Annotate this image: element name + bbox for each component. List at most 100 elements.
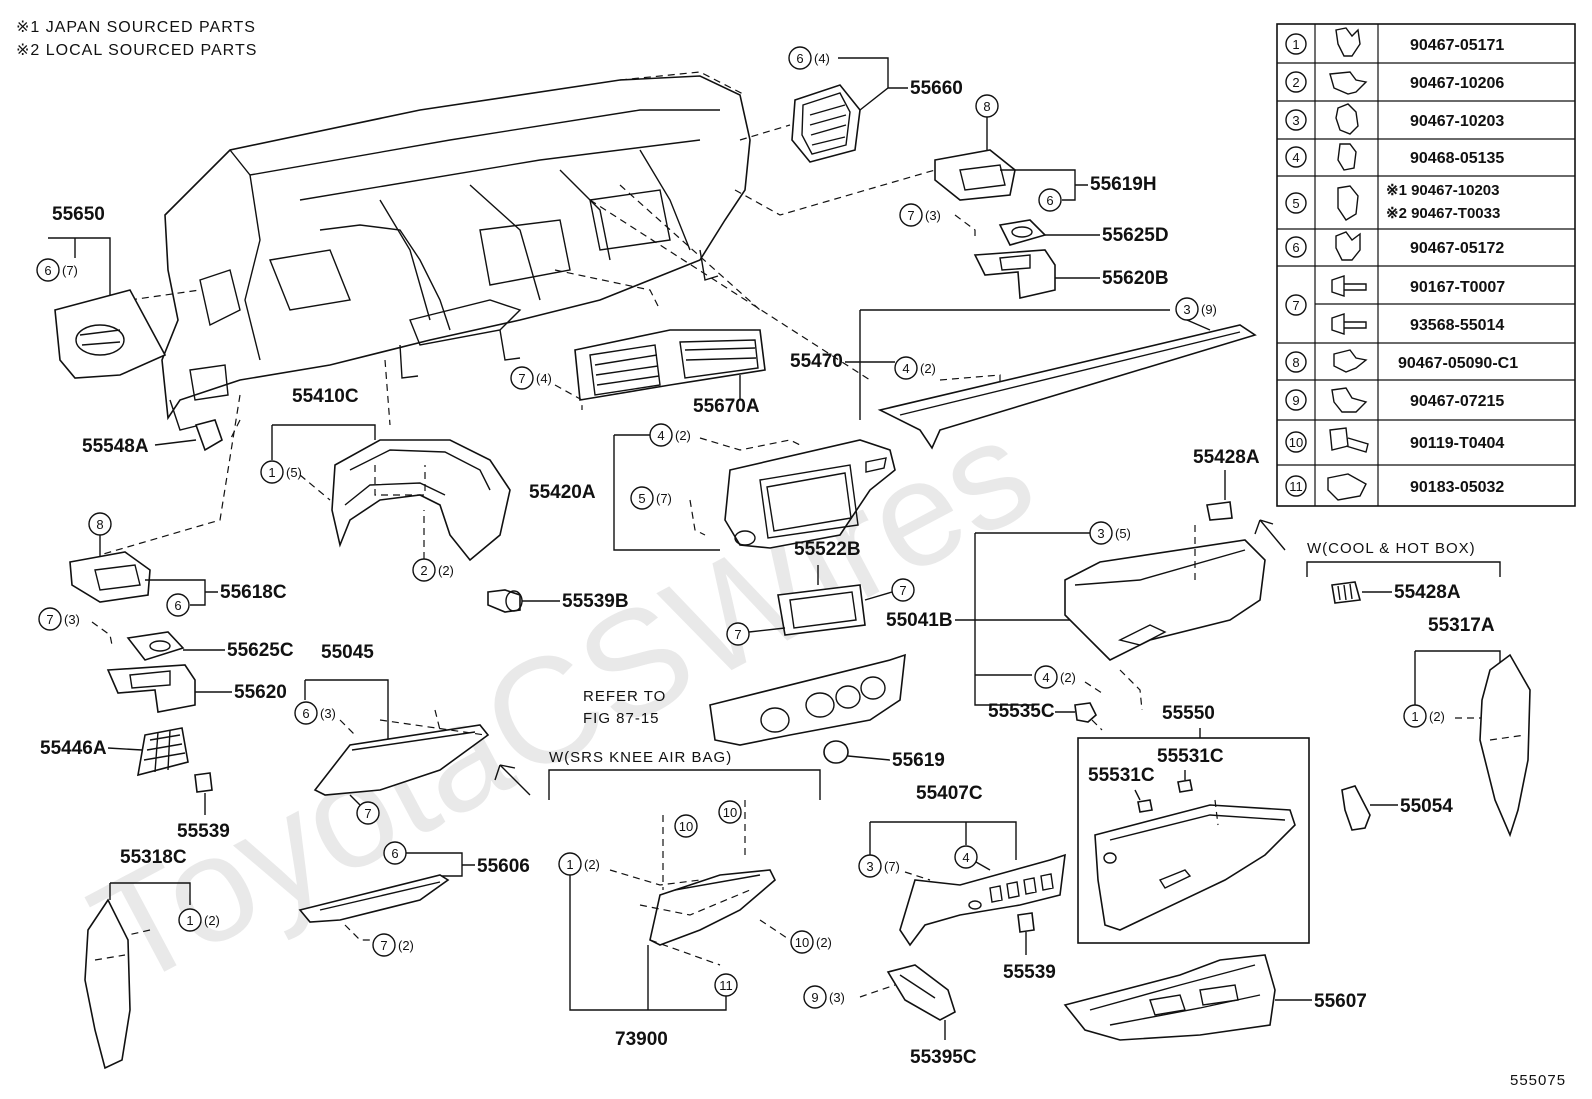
part-55407C-switch-panel [899, 853, 1066, 947]
fastener-number: 9 [1292, 393, 1299, 408]
part-label-55619: 55619 [892, 750, 945, 771]
fastener-row: 10 90119-T0404 [1285, 427, 1504, 453]
callout-number: 6 [1046, 193, 1053, 208]
screw-icon [1331, 275, 1367, 335]
callout-qty: (5) [286, 465, 302, 480]
callout-qty: (2) [675, 428, 691, 443]
part-55539B-switch [487, 589, 523, 613]
fastener-number: 4 [1292, 150, 1299, 165]
part-55548A-clip [194, 419, 223, 452]
callout-number: 10 [795, 935, 809, 950]
part-label-55619H: 55619H [1090, 174, 1157, 195]
callout-number: 6 [391, 846, 398, 861]
callout-number: 4 [962, 850, 969, 865]
fastener-number: 6 [1292, 240, 1299, 255]
fastener-row: 7 90167-T0007 93568-55014 [1285, 275, 1505, 335]
callout-qty: (3) [320, 706, 336, 721]
part-55625C-cup-holder [126, 631, 185, 661]
fastener-number: 10 [1289, 435, 1303, 450]
fastener-number: 5 [1292, 196, 1299, 211]
part-55539-clip-right [1017, 912, 1035, 933]
fastener-row: 4 90468-05135 [1285, 143, 1504, 171]
callout-qty: (2) [816, 935, 832, 950]
part-55620B-pocket [973, 249, 1056, 299]
fastener-number: 2 [1292, 75, 1299, 90]
note-japan-sourced: ※1 JAPAN SOURCED PARTS [16, 19, 256, 36]
fastener-part-no: 90467-05090-C1 [1398, 355, 1518, 372]
callout-qty: (4) [814, 51, 830, 66]
fastener-part-no: 90468-05135 [1410, 150, 1504, 167]
part-label-55625C: 55625C [227, 640, 294, 661]
fastener-number: 8 [1292, 355, 1299, 370]
fastener-part-no: 90183-05032 [1410, 479, 1504, 496]
callout-number: 7 [364, 806, 371, 821]
part-55428A-clip [1206, 501, 1233, 521]
fastener-part-no: 90467-10206 [1410, 75, 1504, 92]
part-label-55606: 55606 [477, 856, 530, 877]
part-55650-side-vent [54, 289, 167, 379]
callout-number: 7 [899, 583, 906, 598]
part-label-55539-right: 55539 [1003, 962, 1056, 983]
callout-number: 2 [420, 563, 427, 578]
fastener-part-no: 90167-T0007 [1410, 279, 1505, 296]
clip-icon [1337, 143, 1357, 171]
clip-icon [1337, 185, 1359, 221]
part-label-55620B: 55620B [1102, 268, 1169, 289]
caption-refer-to: REFER TO [583, 688, 666, 705]
part-label-73900: 73900 [615, 1029, 668, 1050]
callout-qty: (5) [1115, 526, 1131, 541]
callout-number: 6 [44, 263, 51, 278]
fastener-row: 11 90183-05032 [1285, 473, 1504, 501]
callout-number: 7 [46, 612, 53, 627]
callout-qty: (7) [62, 263, 78, 278]
callout-number: 6 [174, 598, 181, 613]
part-55619-knob [823, 740, 849, 764]
part-55522B-display-unit [777, 584, 866, 636]
fastener-row: 8 90467-05090-C1 [1285, 349, 1518, 373]
fastener-number: 3 [1292, 113, 1299, 128]
callout-qty: (9) [1201, 302, 1217, 317]
part-label-55618C: 55618C [220, 582, 287, 603]
callout-number: 7 [518, 371, 525, 386]
callout-qty: (2) [1060, 670, 1076, 685]
fastener-part-no: 93568-55014 [1410, 317, 1504, 334]
part-label-55620: 55620 [234, 682, 287, 703]
part-label-55407C: 55407C [916, 783, 983, 804]
caption-cool-hot-box: W(COOL & HOT BOX) [1307, 540, 1476, 557]
part-55045-lower-panel [313, 709, 490, 796]
fastener-number: 7 [1292, 298, 1299, 313]
part-label-55607: 55607 [1314, 991, 1367, 1012]
part-label-55041B: 55041B [886, 610, 953, 631]
part-label-55539-left: 55539 [177, 821, 230, 842]
note-local-sourced: ※2 LOCAL SOURCED PARTS [16, 42, 257, 59]
callout-qty: (3) [829, 990, 845, 1005]
figure-id: 555075 [1510, 1072, 1566, 1089]
part-55606-lower-cover [298, 874, 450, 923]
part-55470-garnish [877, 324, 1257, 450]
callout-number: 8 [983, 99, 990, 114]
clip-icon [1335, 231, 1361, 261]
fastener-part-no: 90119-T0404 [1410, 435, 1504, 452]
callout-number: 1 [268, 465, 275, 480]
fastener-row: 9 90467-07215 [1285, 387, 1504, 413]
fastener-number: 11 [1289, 479, 1303, 494]
fastener-part-no: 90467-05172 [1410, 240, 1504, 257]
callout-qty: (7) [884, 859, 900, 874]
part-heater-control-panel [709, 653, 906, 746]
part-label-55470: 55470 [790, 351, 843, 372]
part-label-55428A-top: 55428A [1193, 447, 1260, 468]
part-label-55625D: 55625D [1102, 225, 1169, 246]
part-55618C-bracket [69, 551, 151, 603]
fastener-row: 2 90467-10206 [1285, 71, 1504, 95]
part-55446A-grille [136, 727, 189, 777]
part-55550-glovebox [1094, 799, 1296, 931]
part-label-55550: 55550 [1162, 703, 1215, 724]
part-label-55660: 55660 [910, 78, 963, 99]
callout-number: 6 [302, 706, 309, 721]
callout-number: 7 [380, 938, 387, 953]
part-55620-pocket [106, 664, 196, 713]
caption-fig-ref: FIG 87-15 [583, 710, 660, 727]
callout-number: 3 [1097, 526, 1104, 541]
fastener-row: 3 90467-10203 [1285, 103, 1504, 135]
